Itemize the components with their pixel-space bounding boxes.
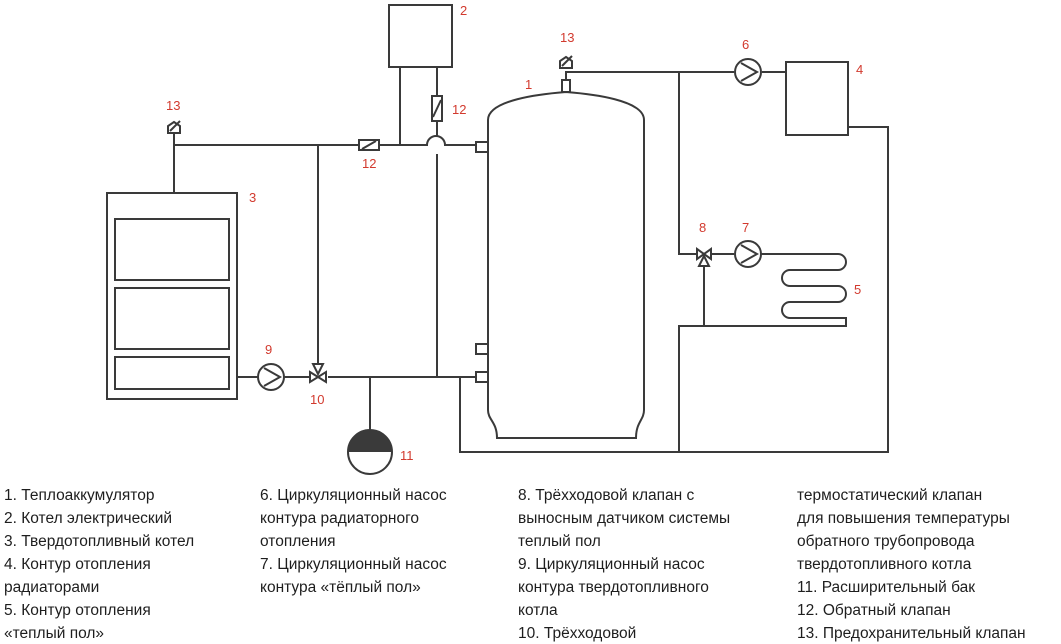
label-safety-valve-left: 13 bbox=[166, 98, 180, 113]
legend-line: радиаторами bbox=[4, 579, 100, 596]
legend-line: 4. Контур отопления bbox=[4, 556, 151, 573]
legend-line: 11. Расширительный бак bbox=[797, 579, 976, 596]
label-pump-floor: 7 bbox=[742, 220, 749, 235]
legend-line: 5. Контур отопления bbox=[4, 602, 151, 619]
label-check-valve-horizontal: 12 bbox=[362, 156, 376, 171]
legend-line: 2. Котел электрический bbox=[4, 510, 173, 527]
legend-column-1: 1. Теплоаккумулятор 2. Котел электрическ… bbox=[4, 484, 254, 644]
pump-floor bbox=[734, 240, 762, 268]
electric-boiler bbox=[388, 4, 453, 68]
tank-port-lower bbox=[475, 371, 489, 383]
three-way-valve-floor bbox=[696, 247, 712, 267]
pump-radiator bbox=[734, 58, 762, 86]
legend-line: термостатический клапан bbox=[797, 487, 983, 504]
label-accumulator: 1 bbox=[525, 77, 532, 92]
tank-top-port bbox=[561, 79, 571, 93]
label-radiator-circuit: 4 bbox=[856, 62, 863, 77]
expansion-tank bbox=[347, 429, 393, 475]
legend-line: 10. Трёхходовой bbox=[518, 625, 637, 642]
legend-line: 12. Обратный клапан bbox=[797, 602, 951, 619]
label-pump-boiler: 9 bbox=[265, 342, 272, 357]
label-check-valve-vertical: 12 bbox=[452, 102, 466, 117]
legend-column-4: термостатический клапан для повышения те… bbox=[797, 484, 1059, 644]
legend-line: для повышения температуры bbox=[797, 510, 1010, 527]
legend-line: котла bbox=[518, 602, 558, 619]
legend-line: обратного трубопровода bbox=[797, 533, 975, 550]
safety-valve-left bbox=[167, 120, 181, 134]
radiator-circuit bbox=[785, 61, 849, 136]
tank-port-upper bbox=[475, 141, 489, 153]
legend-line: твердотопливного котла bbox=[797, 556, 972, 573]
boiler-door-bottom bbox=[114, 356, 230, 390]
legend-line: контура радиаторного bbox=[260, 510, 420, 527]
legend-line: 7. Циркуляционный насос bbox=[260, 556, 447, 573]
heat-accumulator-tank bbox=[487, 90, 645, 439]
legend-line: 13. Предохранительный клапан bbox=[797, 625, 1026, 642]
tank-port-middle bbox=[475, 343, 489, 355]
floor-heating-coil bbox=[760, 253, 847, 319]
label-solid-fuel-boiler: 3 bbox=[249, 190, 256, 205]
label-pump-radiator: 6 bbox=[742, 37, 749, 52]
legend-line: 9. Циркуляционный насос bbox=[518, 556, 705, 573]
legend-line: 3. Твердотопливный котел bbox=[4, 533, 195, 550]
check-valve-horizontal bbox=[358, 139, 380, 151]
label-electric-boiler: 2 bbox=[460, 3, 467, 18]
legend-line: «теплый пол» bbox=[4, 625, 105, 642]
label-floor-circuit: 5 bbox=[854, 282, 861, 297]
legend-line: отопления bbox=[260, 533, 336, 550]
solid-fuel-boiler bbox=[106, 192, 238, 400]
three-way-valve-boiler bbox=[309, 363, 327, 384]
boiler-door-top bbox=[114, 218, 230, 281]
boiler-door-middle bbox=[114, 287, 230, 350]
legend-line: 8. Трёхходовой клапан с bbox=[518, 487, 695, 504]
pump-boiler bbox=[257, 363, 285, 391]
label-valve-boiler: 10 bbox=[310, 392, 324, 407]
heating-scheme-diagram: 1 2 3 4 5 6 7 8 9 10 11 12 12 13 13 bbox=[106, 3, 889, 475]
legend-column-2: 6. Циркуляционный насос контура радиатор… bbox=[260, 484, 510, 599]
legend-line: теплый пол bbox=[518, 533, 601, 550]
label-expansion-tank: 11 bbox=[400, 448, 414, 463]
check-valve-vertical bbox=[431, 95, 443, 122]
legend-line: выносным датчиком системы bbox=[518, 510, 731, 527]
safety-valve-right bbox=[559, 55, 573, 69]
legend-line: контура твердотопливного bbox=[518, 579, 709, 596]
legend-line: 6. Циркуляционный насос bbox=[260, 487, 447, 504]
legend-line: 1. Теплоаккумулятор bbox=[4, 487, 155, 504]
label-safety-valve-right: 13 bbox=[560, 30, 574, 45]
legend-line: контура «тёплый пол» bbox=[260, 579, 421, 596]
legend-column-3: 8. Трёхходовой клапан с выносным датчико… bbox=[518, 484, 788, 644]
pipework bbox=[173, 67, 889, 453]
label-valve-floor: 8 bbox=[699, 220, 706, 235]
